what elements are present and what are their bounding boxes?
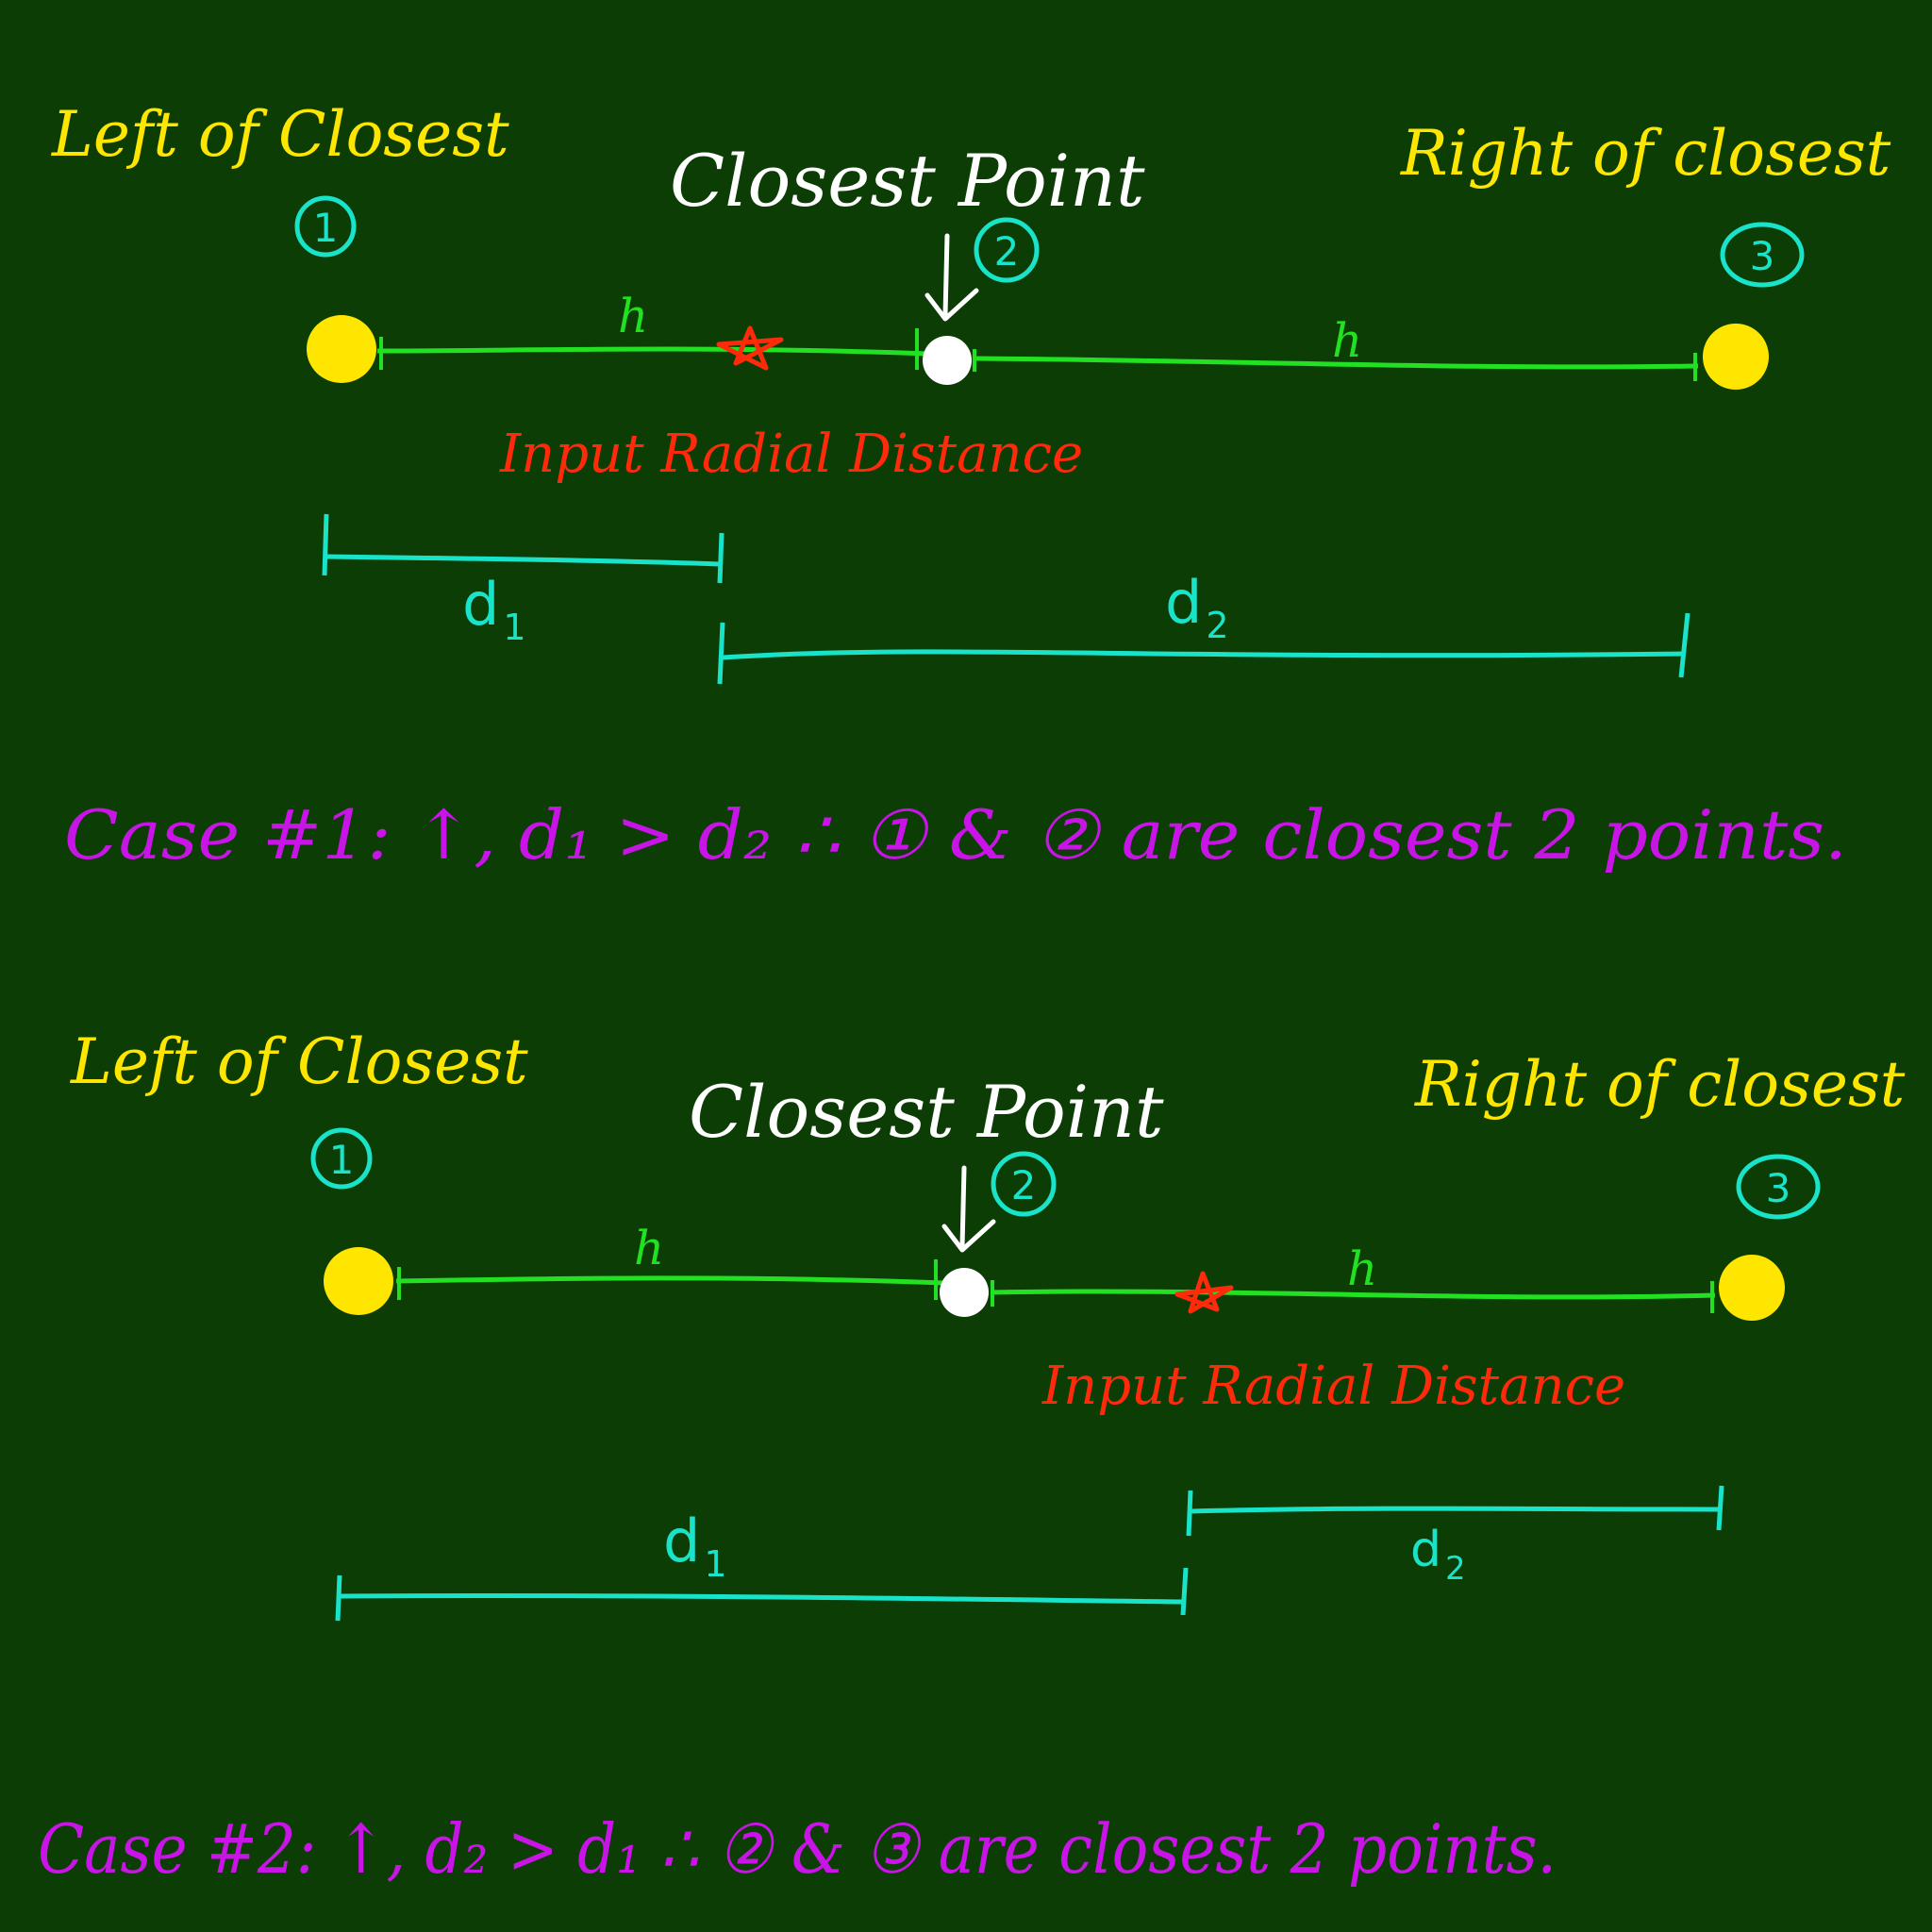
h-segment-left: [395, 1275, 944, 1286]
input-position-star-icon: [716, 325, 784, 371]
point-3-dot: [1719, 1255, 1785, 1321]
point-1-marker: 1: [310, 1127, 373, 1190]
left-of-closest-label: Left of Closest: [70, 1025, 528, 1098]
h-segment-ticks: [397, 1259, 1714, 1313]
point-3-number: 3: [1750, 233, 1775, 279]
point-3-marker: 3: [1736, 1154, 1821, 1220]
point-3-dot: [1703, 324, 1769, 390]
point-3-marker: 3: [1720, 222, 1805, 288]
d1-dimension-ticks: [322, 513, 724, 584]
down-arrow-icon: [941, 1165, 996, 1253]
point-1-number: 1: [313, 205, 339, 251]
input-radial-distance-label: Input Radial Distance: [499, 424, 1083, 485]
case-2-conclusion: Case #2: ↑, d₂ > d₁ ∴ ② & ③ are closest …: [38, 1809, 1557, 1889]
case-1-conclusion: Case #1: ↑, d₁ > d₂ ∴ ① & ② are closest …: [64, 795, 1847, 874]
point-2-marker: 2: [991, 1151, 1057, 1217]
h-label-right: h: [1332, 313, 1362, 368]
h-segment-right: [990, 1289, 1716, 1300]
point-1-marker: 1: [294, 195, 357, 258]
h-segment-ticks: [379, 328, 1697, 381]
case-2-diagram: Left of Closest Closest Point Right of c…: [38, 1025, 1906, 1889]
h-label-right: h: [1347, 1241, 1377, 1296]
point-2-number: 2: [994, 228, 1020, 275]
right-of-closest-label: Right of closest: [1414, 1048, 1906, 1121]
d1-dimension-ticks: [335, 1567, 1189, 1622]
closest-point-dot: [923, 336, 972, 385]
h-segment-right: [975, 356, 1699, 370]
closest-point-label: Closest Point: [689, 1070, 1164, 1154]
point-2-number: 2: [1011, 1162, 1037, 1208]
closest-point-label: Closest Point: [670, 139, 1145, 223]
d2-dimension-ticks: [1186, 1485, 1724, 1537]
case-1-diagram: Left of Closest Closest Point Right of c…: [51, 98, 1891, 874]
h-label-left: h: [618, 289, 648, 343]
h-label-left: h: [634, 1221, 664, 1275]
closest-point-dot: [940, 1268, 989, 1317]
h-segment-left: [376, 346, 930, 357]
d2-dimension-line: [722, 649, 1685, 660]
point-1-number: 1: [329, 1137, 355, 1183]
right-of-closest-label: Right of closest: [1400, 117, 1891, 190]
d1-dimension-line: [339, 1593, 1185, 1605]
point-3-number: 3: [1766, 1165, 1791, 1211]
down-arrow-icon: [924, 233, 979, 322]
left-of-closest-label: Left of Closest: [51, 98, 509, 171]
d2-dimension-ticks: [717, 612, 1690, 685]
d1-dimension-line: [325, 554, 721, 567]
point-1-dot: [324, 1247, 393, 1315]
input-position-star-icon: [1174, 1271, 1234, 1314]
point-2-marker: 2: [974, 217, 1040, 283]
input-radial-distance-label: Input Radial Distance: [1041, 1356, 1625, 1417]
point-1-dot: [307, 315, 376, 383]
d2-dimension-line: [1190, 1506, 1720, 1514]
